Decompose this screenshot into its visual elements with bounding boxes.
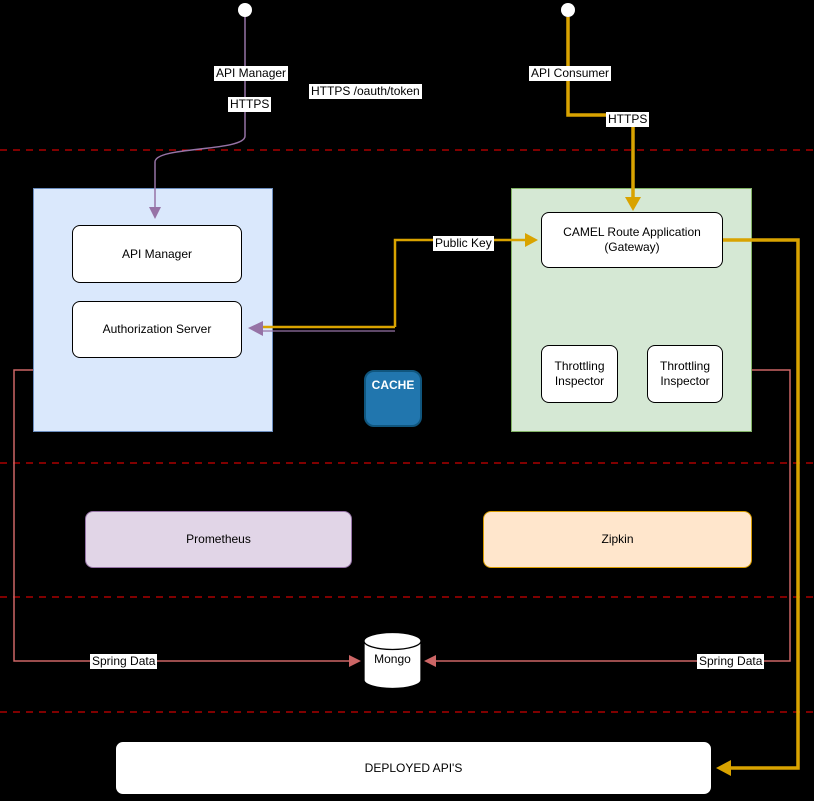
- cache-node: CACHE: [364, 370, 422, 427]
- actor-api-manager-dot: [238, 3, 252, 17]
- authorization-server-node: Authorization Server: [72, 301, 242, 358]
- arrowhead-mongo-left: [349, 655, 361, 667]
- throttling-inspector-node-2: Throttling Inspector: [647, 345, 723, 403]
- arrowhead-mongo-right: [424, 655, 436, 667]
- edge-label-public-key: Public Key: [433, 236, 494, 251]
- mongo-cylinder-top: [363, 631, 422, 651]
- edge-label-https-right: HTTPS: [606, 112, 650, 127]
- edge-label-https-left: HTTPS: [228, 97, 272, 112]
- edge-actor-to-api-manager: [154, 17, 246, 208]
- deployed-apis-node: DEPLOYED API'S: [115, 741, 712, 795]
- edge-label-api-consumer: API Consumer: [529, 66, 612, 81]
- mongo-node-label: Mongo: [374, 652, 411, 666]
- edge-consumer-to-gateway: [566, 17, 635, 198]
- prometheus-node: Prometheus: [85, 511, 352, 568]
- camel-route-gateway-node: CAMEL Route Application (Gateway): [541, 212, 723, 268]
- edge-public-key-to-gateway: [393, 238, 526, 327]
- arrowhead-deployed-apis: [716, 760, 731, 776]
- zipkin-node: Zipkin: [483, 511, 752, 568]
- api-manager-node: API Manager: [72, 225, 242, 283]
- edge-label-api-manager: API Manager: [214, 66, 289, 81]
- throttling-inspector-node-1: Throttling Inspector: [541, 345, 618, 403]
- edge-label-oauth-token: HTTPS /oauth/token: [309, 84, 422, 99]
- actor-api-consumer-dot: [561, 3, 575, 17]
- edge-label-spring-data-left: Spring Data: [90, 654, 158, 669]
- edge-label-spring-data-right: Spring Data: [697, 654, 765, 669]
